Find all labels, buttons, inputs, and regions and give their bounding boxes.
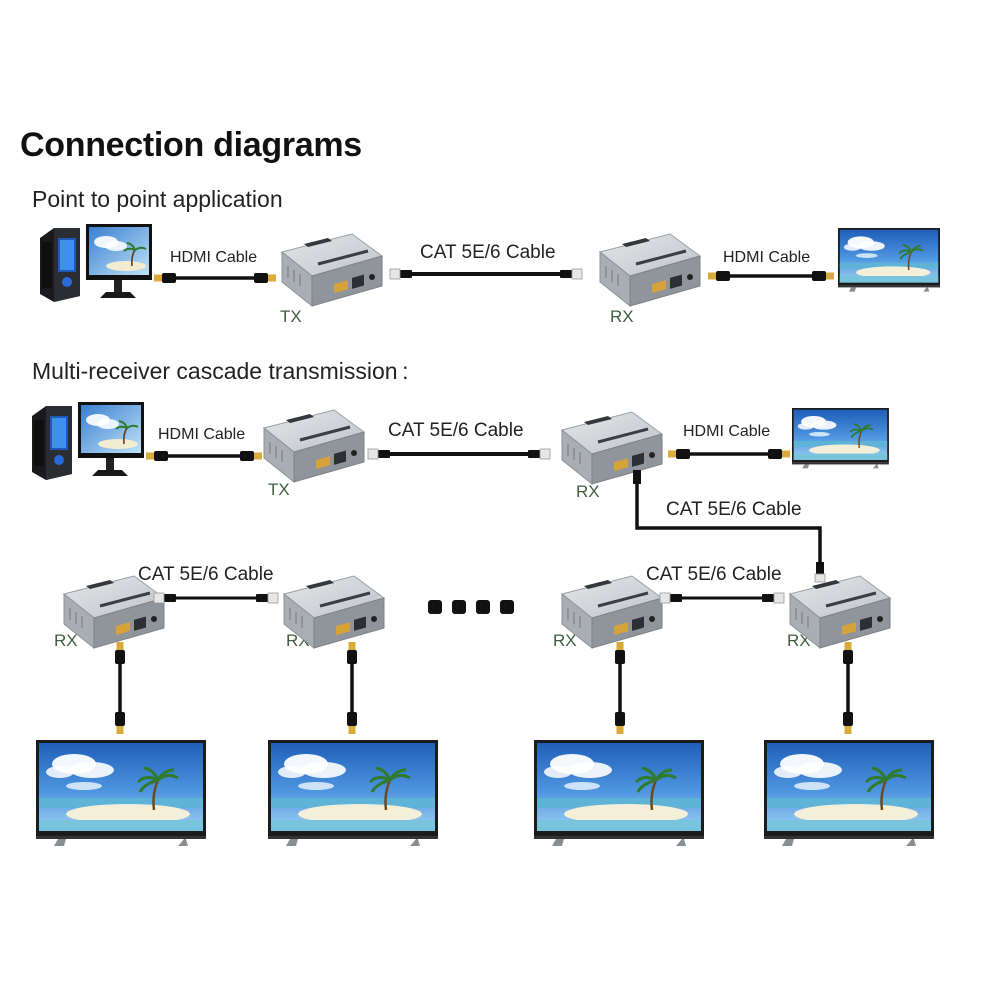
hdmi-cable-rx-to-tv (708, 271, 834, 281)
hdmi-cable-label-display: HDMI Cable (723, 249, 811, 266)
display-tv-row-1 (34, 738, 208, 848)
cat-cable-label: CAT 5E/6 Cable (420, 242, 556, 263)
section-cascade-heading: Multi-receiver cascade transmission : (32, 358, 409, 384)
display-tv-row-2 (266, 738, 440, 848)
cat-cable-cascade-down (633, 470, 826, 583)
hdmi-cable-vertical-3 (615, 642, 625, 734)
rx-extender-row-2 (282, 574, 386, 650)
tx-label: TX (280, 307, 302, 326)
hdmi-cable-label-display-2: HDMI Cable (683, 423, 771, 440)
rx-label-row-3: RX (553, 631, 577, 650)
section-point-to-point-heading: Point to point application (32, 186, 283, 212)
hdmi-cable-vertical-1 (115, 642, 125, 734)
rx-extender-row-3 (560, 574, 664, 650)
hdmi-cable-label-source: HDMI Cable (170, 249, 258, 266)
hdmi-cable-label-source-2: HDMI Cable (158, 426, 246, 443)
cat-cable-tx-to-rx (389, 268, 583, 280)
rx-extender-icon (598, 232, 702, 308)
hdmi-cable-source-to-tx (154, 273, 276, 283)
hdmi-cable-vertical-2 (347, 642, 357, 734)
ellipsis-dots-icon (428, 600, 514, 614)
cat-cable-label-row-left: CAT 5E/6 Cable (138, 564, 274, 585)
rx-extender-icon-top (560, 410, 664, 486)
rx-extender-row-4 (788, 574, 892, 650)
cat-cable-tx-to-rx-top (367, 448, 551, 460)
cat-cable-label-top: CAT 5E/6 Cable (388, 420, 524, 441)
rx-label-top: RX (576, 482, 600, 501)
rx-label-row-1: RX (54, 631, 78, 650)
display-tv-icon (837, 227, 941, 293)
hdmi-cable-vertical-4 (843, 642, 853, 734)
display-tv-row-3 (532, 738, 706, 848)
source-computer-icon (39, 223, 153, 303)
rx-extender-row-1 (62, 574, 166, 650)
source-computer-icon-2 (31, 401, 145, 481)
cat-cable-row-right (659, 592, 785, 604)
page-title: Connection diagrams (20, 126, 362, 164)
display-tv-icon-2 (791, 407, 890, 470)
display-tv-row-4 (762, 738, 936, 848)
cat-cable-label-down: CAT 5E/6 Cable (666, 499, 802, 520)
hdmi-cable-source-to-tx-2 (146, 451, 262, 461)
rx-label: RX (610, 307, 634, 326)
cat-cable-label-row-right: CAT 5E/6 Cable (646, 564, 782, 585)
cat-cable-row-left (153, 592, 279, 604)
tx-extender-icon-2 (262, 408, 366, 484)
tx-extender-icon (280, 232, 384, 308)
hdmi-cable-rx-to-tv-2 (668, 449, 790, 459)
tx-label-2: TX (268, 480, 290, 499)
